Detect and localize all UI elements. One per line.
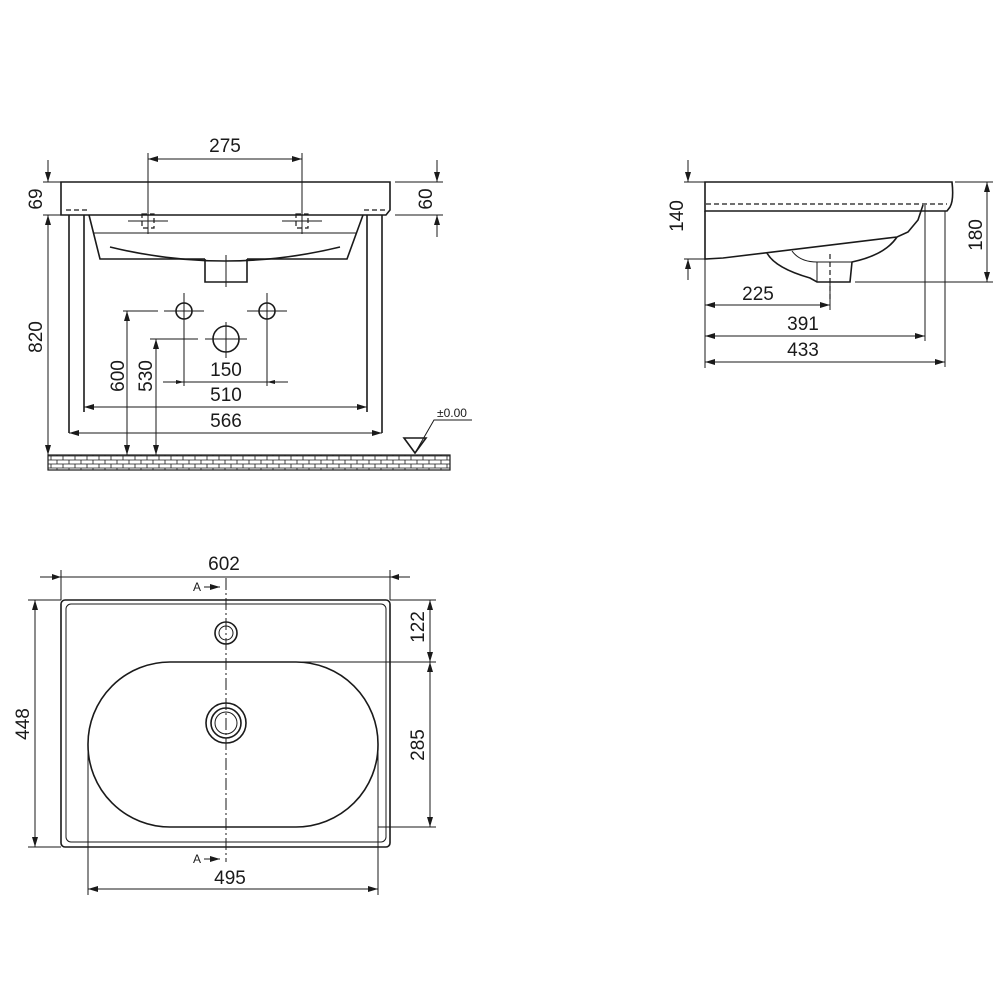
dim-slab-height-60: 60	[416, 188, 437, 209]
water-inlet-right	[247, 293, 287, 386]
dim-side-height-140: 140	[667, 200, 688, 232]
dim-tap-offset: 122	[408, 611, 429, 643]
section-mark-top: A	[193, 580, 201, 594]
dim-outlet-height-600: 600	[108, 360, 129, 392]
floor-level-symbol	[402, 419, 472, 455]
side-view: 140 180 225 391 433	[667, 160, 993, 368]
dim-side-height-180: 180	[966, 219, 987, 251]
dim-tap-spacing: 275	[209, 136, 241, 157]
section-mark-bottom: A	[193, 852, 201, 866]
dim-plan-width: 602	[208, 554, 240, 575]
front-view: 275 600 530 150 510 566 69 820 60	[26, 136, 472, 471]
dim-inner-width: 510	[210, 385, 242, 406]
dim-slab-height-69: 69	[26, 188, 47, 209]
dim-outer-width: 566	[210, 411, 242, 432]
dim-outlet-height-530: 530	[136, 360, 157, 392]
dim-drain-offset: 225	[742, 284, 774, 305]
bowl-outline	[87, 661, 379, 828]
floor-level-label: ±0.00	[437, 406, 467, 420]
basin-slab	[60, 181, 391, 216]
side-bowl-profile	[704, 204, 924, 283]
water-inlet-left	[164, 293, 204, 335]
dim-bowl-depth-plan: 285	[408, 729, 429, 761]
side-slab	[704, 181, 954, 212]
dim-total-height: 820	[26, 321, 47, 353]
pedestal-outline	[68, 215, 383, 433]
dim-outlet-spacing: 150	[210, 360, 242, 381]
floor-hatch	[47, 454, 451, 471]
bowl-profile	[88, 214, 364, 260]
dim-total-depth: 433	[787, 340, 819, 361]
plan-view: A A 602 448 122 285 495	[13, 554, 436, 895]
bowl-curve	[109, 246, 341, 262]
dim-plan-depth: 448	[13, 708, 34, 740]
waste-outlet	[205, 322, 247, 358]
dim-bowl-depth-side: 391	[787, 314, 819, 335]
dim-bowl-width: 495	[214, 868, 246, 889]
